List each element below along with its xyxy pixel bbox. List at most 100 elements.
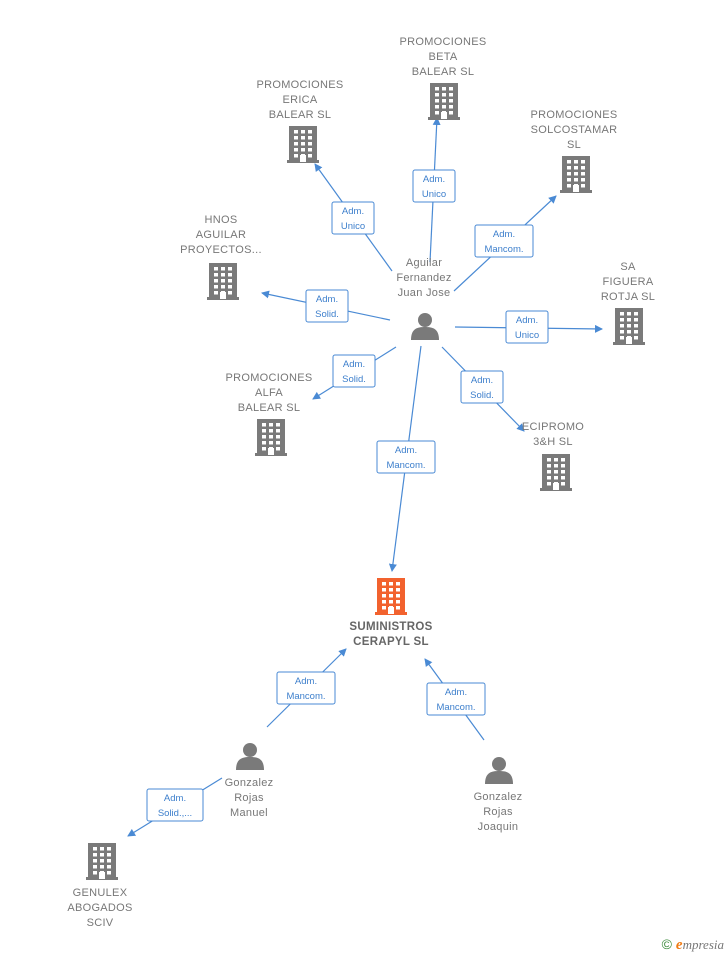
- building-window: [93, 871, 97, 875]
- building-window: [294, 142, 298, 146]
- edge-label-box: [276, 671, 336, 705]
- building-window: [221, 273, 225, 277]
- edge-label-line: Adm.: [164, 793, 186, 804]
- node-label-line: Joaquin: [478, 821, 519, 833]
- building-window: [382, 588, 386, 592]
- edge-alfa[interactable]: Adm.Solid.: [312, 346, 397, 400]
- building-window: [634, 324, 638, 328]
- building-icon[interactable]: [540, 454, 572, 491]
- node-label-line: FIGUERA: [603, 276, 654, 288]
- building-window: [627, 330, 631, 334]
- building-window: [214, 291, 218, 295]
- edge-label-line: Adm.: [343, 359, 365, 370]
- building-window: [567, 172, 571, 176]
- building-window: [435, 93, 439, 97]
- building-window: [107, 871, 111, 875]
- building-window: [567, 178, 571, 182]
- edge-erica[interactable]: Adm.Unico: [314, 163, 393, 272]
- edge-label-line: Unico: [515, 330, 539, 341]
- node-label-line: ECIPROMO: [522, 421, 584, 433]
- person-icon[interactable]: [236, 743, 264, 770]
- building-window: [107, 847, 111, 851]
- building-window: [547, 470, 551, 474]
- building-window: [554, 458, 558, 462]
- building-window: [294, 154, 298, 158]
- edge-label-line: Solid.,...: [158, 808, 192, 819]
- building-window: [574, 172, 578, 176]
- building-icon[interactable]: [560, 156, 592, 193]
- node-label-line: PROMOCIONES: [256, 79, 343, 91]
- building-door: [268, 448, 274, 455]
- building-window: [389, 588, 393, 592]
- building-window: [214, 285, 218, 289]
- edge-label-box: [331, 201, 375, 235]
- brand-name: mpresia: [682, 937, 724, 952]
- node-label-line: Manuel: [230, 807, 268, 819]
- building-icon[interactable]: [613, 308, 645, 345]
- building-window: [574, 178, 578, 182]
- building-icon[interactable]: [86, 843, 118, 880]
- edge-label-line: Solid.: [470, 390, 494, 401]
- node-label-line: PROMOCIONES: [225, 372, 312, 384]
- edge-suministros[interactable]: Adm.Mancom.: [376, 345, 436, 572]
- edge-label-box: [412, 169, 456, 203]
- building-window: [561, 470, 565, 474]
- edge-solcostamar[interactable]: Adm.Mancom.: [453, 195, 557, 292]
- building-door: [573, 185, 579, 192]
- edge-label-line: Mancom.: [286, 691, 325, 702]
- person-icon[interactable]: [411, 313, 439, 340]
- node-label-line: BETA: [428, 51, 457, 63]
- person-icon[interactable]: [485, 757, 513, 784]
- person-head: [492, 757, 506, 771]
- building-window: [554, 464, 558, 468]
- person-head: [418, 313, 432, 327]
- building-icon[interactable]: [255, 419, 287, 456]
- edge-genulex[interactable]: Adm. Solid.,...: [127, 777, 223, 837]
- building-window: [100, 853, 104, 857]
- building-window: [396, 600, 400, 604]
- building-window: [627, 318, 631, 322]
- edge-ecipromo[interactable]: Adm.Solid.: [441, 346, 525, 432]
- building-icon[interactable]: [207, 263, 239, 300]
- edge-sa_figuera[interactable]: Adm.Unico: [454, 310, 603, 344]
- edge-label-line: Adm.: [295, 676, 317, 687]
- node-label-line: SUMINISTROS: [349, 621, 432, 633]
- edge-beta[interactable]: Adm.Unico: [412, 117, 456, 263]
- building-window: [382, 594, 386, 598]
- building-window: [301, 130, 305, 134]
- edge-label-box: [460, 370, 504, 404]
- building-window: [547, 476, 551, 480]
- building-window: [574, 160, 578, 164]
- edge-label-line: Adm.: [493, 229, 515, 240]
- node-label-line: SCIV: [87, 917, 114, 929]
- building-icon[interactable]: [287, 126, 319, 163]
- building-window: [100, 847, 104, 851]
- edge-manuel[interactable]: Adm. Mancom.: [266, 648, 347, 728]
- building-window: [301, 142, 305, 146]
- building-window: [620, 318, 624, 322]
- building-window: [449, 87, 453, 91]
- building-window: [634, 312, 638, 316]
- edge-label-box: [376, 440, 436, 474]
- building-icon[interactable]: [428, 83, 460, 120]
- edge-label-line: Adm.: [395, 445, 417, 456]
- building-window: [435, 99, 439, 103]
- edge-hnos[interactable]: Adm.Solid.: [261, 289, 391, 323]
- node-hnos[interactable]: HNOSAGUILARPROYECTOS...: [180, 214, 262, 300]
- building-window: [396, 606, 400, 610]
- edge-joaquin[interactable]: Adm.Mancom.: [424, 658, 486, 741]
- building-window: [228, 267, 232, 271]
- building-window: [627, 324, 631, 328]
- building-icon[interactable]: [375, 578, 407, 615]
